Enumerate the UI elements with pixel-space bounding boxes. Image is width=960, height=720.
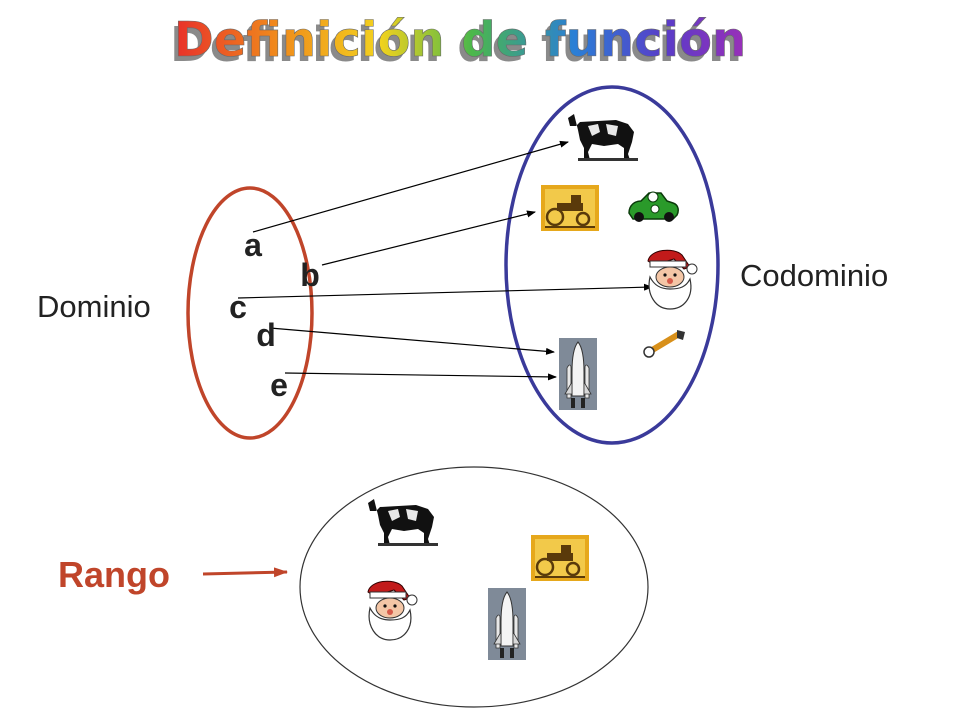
range-santa-icon (367, 580, 418, 641)
range-arrow (202, 567, 288, 578)
domain-ellipse (186, 186, 314, 440)
mapping-arrow-d (269, 327, 555, 355)
page-title: Definición de función (174, 12, 746, 68)
mapping-arrow-a (252, 140, 569, 233)
domain-label: Dominio (37, 289, 151, 324)
mapping-arrow-b (321, 210, 536, 266)
domain-element-d: d (256, 317, 276, 353)
page-title-shadow: Definición de función (170, 17, 742, 73)
codomain-ellipse (504, 85, 720, 445)
range-label: Rango (58, 554, 170, 595)
range-tractor-icon (531, 535, 589, 581)
race-car-icon (628, 191, 679, 222)
shuttle-icon (559, 338, 597, 410)
cow-icon (568, 114, 638, 161)
range-ellipse (299, 466, 649, 708)
range-cow-icon (368, 499, 438, 546)
santa-icon (647, 249, 698, 310)
domain-element-c: c (229, 289, 247, 325)
domain-element-a: a (244, 227, 262, 263)
tractor-icon (541, 185, 599, 231)
codomain-label: Codominio (740, 258, 888, 293)
range-shuttle-icon (488, 588, 526, 660)
domain-element-e: e (270, 367, 288, 403)
mapping-arrow-c (237, 283, 653, 299)
domain-element-b: b (300, 257, 320, 293)
wrench-icon (643, 330, 685, 358)
mapping-arrow-e (284, 372, 557, 381)
